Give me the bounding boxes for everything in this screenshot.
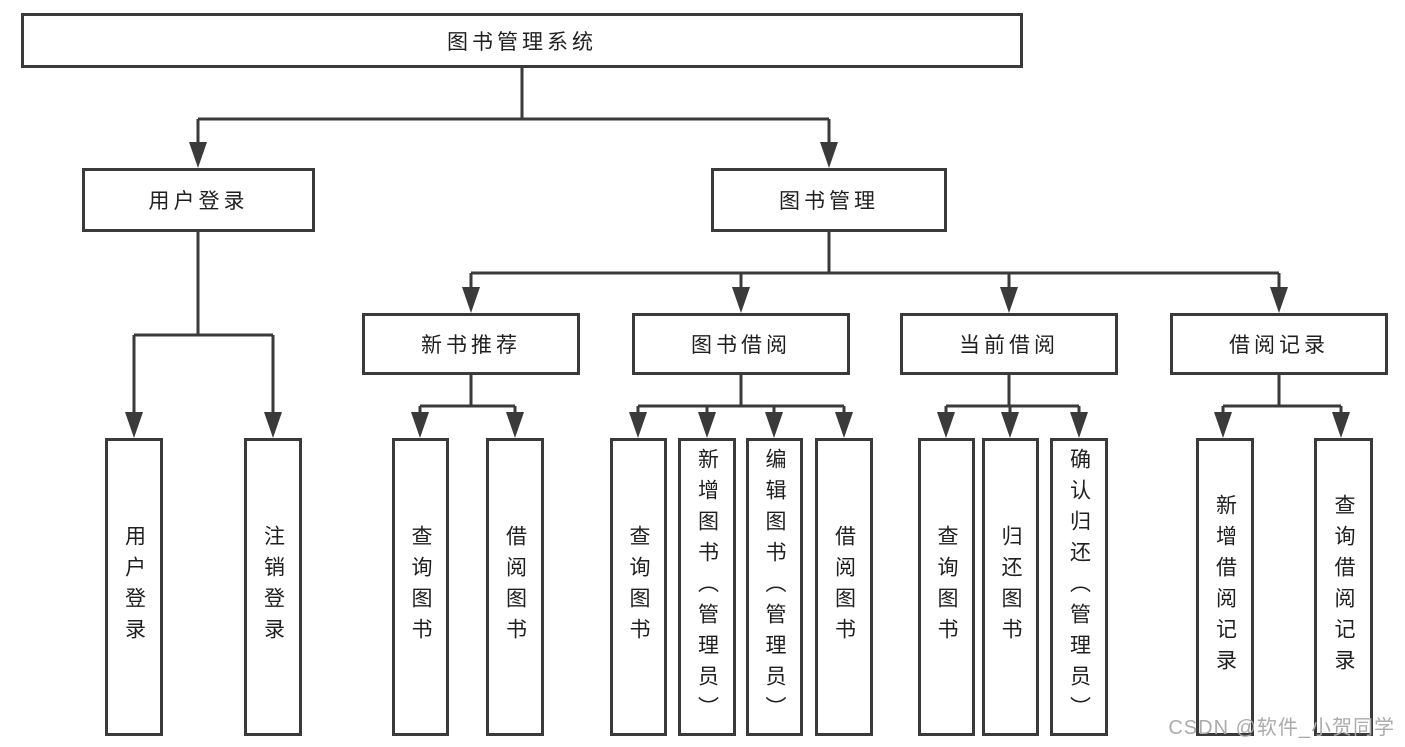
arrow-down-icon [462,287,480,313]
node-leaf-user-login-label: 用户登录 [122,525,146,649]
node-bb-borrow-book-label: 借阅图书 [832,525,856,649]
node-bb-query-book: 查询图书 [610,438,667,736]
node-cb-confirm-return: 确认归还（管理员） [1050,438,1108,736]
arrow-down-icon [189,142,207,168]
arrow-down-icon [937,412,955,438]
arrowheads [125,142,1350,438]
arrow-down-icon [1332,412,1350,438]
node-br-add-record: 新增借阅记录 [1196,438,1254,736]
node-cb-query-book-label: 查询图书 [935,525,958,649]
node-current-borrow: 当前借阅 [900,313,1118,375]
node-bb-query-book-label: 查询图书 [627,525,650,649]
node-root: 图书管理系统 [21,13,1023,68]
node-br-add-record-label: 新增借阅记录 [1213,494,1237,680]
arrow-down-icon [125,412,143,438]
node-bb-add-book: 新增图书（管理员） [678,438,736,736]
node-rec-query-book: 查询图书 [392,438,449,736]
node-cb-confirm-return-label: 确认归还（管理员） [1067,447,1091,727]
node-book-borrow: 图书借阅 [632,313,850,375]
node-leaf-user-login: 用户登录 [105,438,163,736]
arrow-down-icon [820,142,838,168]
node-leaf-logout: 注销登录 [244,438,302,736]
arrow-down-icon [506,412,524,438]
connector-paths [132,68,1343,414]
node-cb-return-book: 归还图书 [982,438,1039,736]
arrow-down-icon [1001,412,1019,438]
arrow-down-icon [765,412,783,438]
node-borrow-records: 借阅记录 [1170,313,1388,375]
node-bb-edit-book-label: 编辑图书（管理员） [763,447,786,727]
arrow-down-icon [1214,412,1232,438]
node-rec-borrow-book-label: 借阅图书 [503,525,527,649]
node-book-management: 图书管理 [711,168,947,232]
node-user-login: 用户登录 [82,168,315,232]
node-br-query-record: 查询借阅记录 [1314,438,1373,736]
arrow-down-icon [698,412,716,438]
node-cb-query-book: 查询图书 [918,438,975,736]
node-current-borrow-label: 当前借阅 [959,334,1059,357]
node-new-book-recommend-label: 新书推荐 [421,334,521,357]
node-book-management-label: 图书管理 [779,190,879,213]
node-rec-borrow-book: 借阅图书 [486,438,544,736]
arrow-down-icon [835,412,853,438]
node-borrow-records-label: 借阅记录 [1229,334,1329,357]
arrow-down-icon [411,412,429,438]
node-cb-return-book-label: 归还图书 [999,525,1022,649]
arrow-down-icon [1000,287,1018,313]
node-leaf-logout-label: 注销登录 [261,525,285,649]
node-book-borrow-label: 图书借阅 [691,334,791,357]
arrow-down-icon [629,412,647,438]
node-bb-borrow-book: 借阅图书 [815,438,873,736]
node-bb-edit-book: 编辑图书（管理员） [746,438,803,736]
node-br-query-record-label: 查询借阅记录 [1332,494,1355,680]
arrow-down-icon [732,287,750,313]
node-rec-query-book-label: 查询图书 [409,525,432,649]
arrow-down-icon [264,412,282,438]
node-new-book-recommend: 新书推荐 [362,313,580,375]
node-user-login-label: 用户登录 [148,190,249,213]
watermark: CSDN @软件_小贺同学 [1168,717,1395,739]
arrow-down-icon [1070,412,1088,438]
node-bb-add-book-label: 新增图书（管理员） [695,447,719,727]
arrow-down-icon [1270,287,1288,313]
node-root-label: 图书管理系统 [447,30,597,54]
